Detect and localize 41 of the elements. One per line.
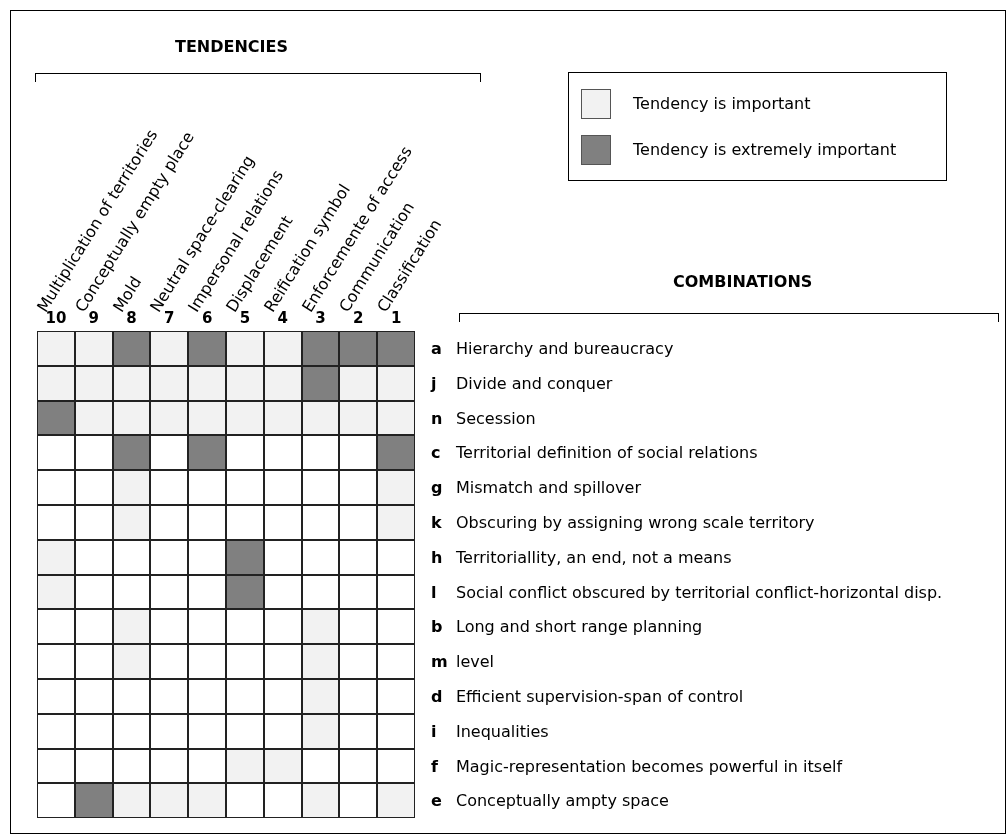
row-label: Efficient supervision-span of control — [456, 687, 744, 706]
column-number: 6 — [201, 309, 213, 327]
section-heading: TENDENCIES — [175, 37, 288, 56]
row-letter: a — [431, 339, 442, 358]
row-letter: i — [431, 721, 437, 741]
column-number: 3 — [315, 309, 326, 327]
column-number: 9 — [88, 309, 99, 327]
row-label: Territoriallity, an end, not a means — [456, 547, 732, 567]
row-letter: k — [431, 513, 442, 532]
row-letter: e — [431, 791, 442, 811]
row-letter: d — [431, 687, 443, 706]
row-letter: c — [431, 443, 441, 463]
row-label: Social conflict obscured by territorial conflict-horizontal disp. — [456, 582, 943, 602]
row-label: Inequalities — [456, 721, 549, 741]
row-label: Obscuring by assigning wrong scale territory — [456, 513, 815, 532]
row-letter: g — [431, 478, 443, 498]
row-letter: j — [431, 373, 437, 393]
row-letter: n — [431, 408, 443, 428]
row-letter: f — [431, 756, 438, 776]
row-letter: h — [431, 547, 443, 567]
row-label: level — [456, 652, 495, 672]
legend-label: Tendency is extremely important — [633, 140, 897, 159]
column-number: 7 — [164, 309, 175, 327]
legend-label: Tendency is important — [633, 94, 811, 113]
row-label: Hierarchy and bureaucracy — [456, 339, 674, 358]
section-heading: COMBINATIONS — [673, 272, 813, 291]
row-label: Long and short range planning — [456, 617, 703, 637]
row-label: Territorial definition of social relations — [456, 443, 758, 463]
row-label: Divide and conquer — [456, 373, 613, 393]
column-number: 1 — [390, 309, 402, 327]
row-label: Secession — [456, 408, 536, 428]
row-letter: l — [431, 582, 437, 602]
column-number: 5 — [239, 309, 251, 327]
column-number: 4 — [277, 309, 288, 327]
row-label: Magic-representation becomes powerful in itself — [456, 756, 843, 776]
column-number: 2 — [353, 309, 364, 327]
row-label: Conceptually ampty space — [456, 791, 669, 811]
column-number: 8 — [126, 309, 137, 327]
row-letter: m — [431, 652, 448, 672]
row-letter: b — [431, 617, 443, 637]
row-label: Mismatch and spillover — [456, 478, 641, 498]
